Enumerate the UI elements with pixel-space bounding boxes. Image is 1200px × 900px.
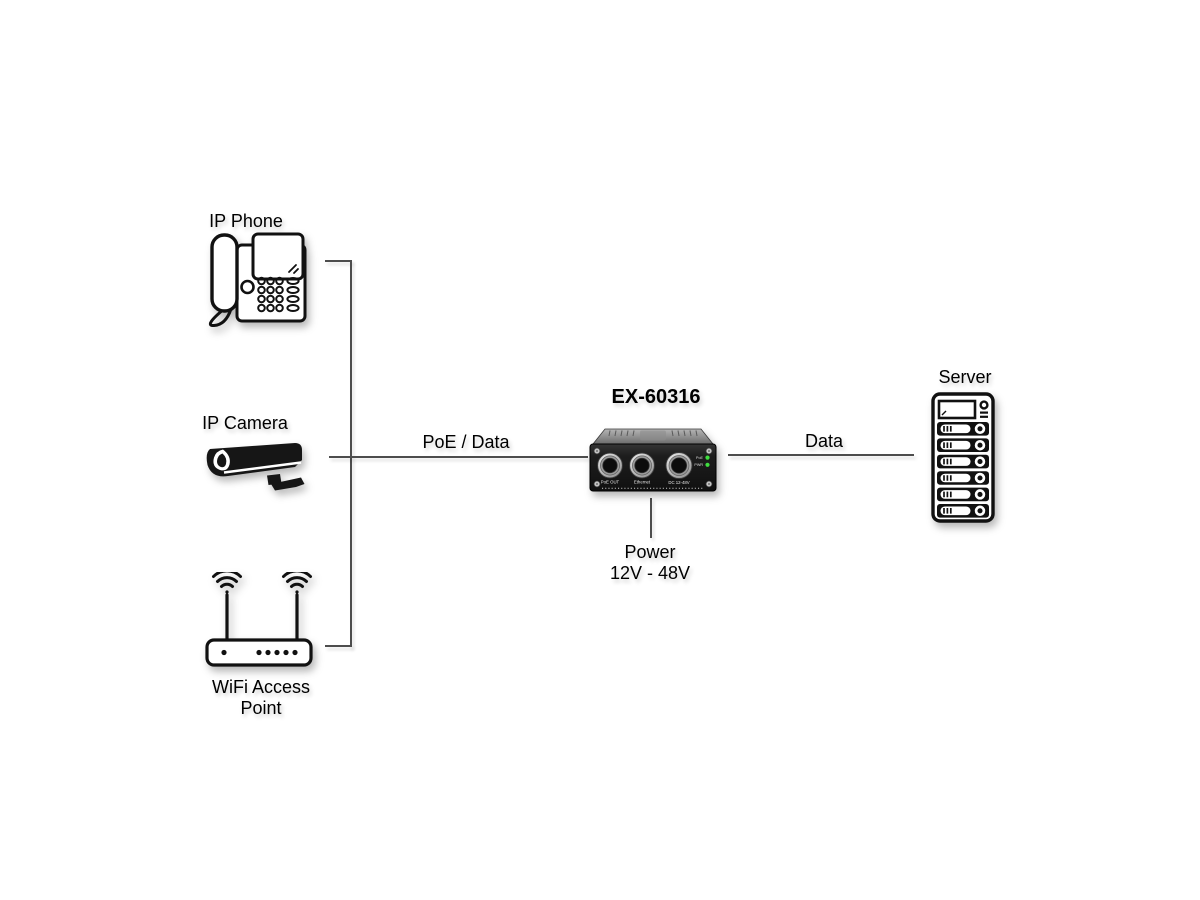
device-status-leds: PoE PWR — [694, 455, 710, 467]
phone-handset — [210, 233, 239, 313]
camera-mount-arm — [267, 474, 282, 485]
ip-camera-icon — [198, 441, 308, 499]
phone-cord — [208, 307, 233, 327]
server-label: Server — [938, 367, 992, 387]
server-drive-bays — [937, 422, 989, 518]
wifi-to-bus-line — [325, 645, 352, 647]
data-link-label: Data — [804, 431, 844, 451]
port-label-poe-out: PoE OUT — [601, 480, 620, 485]
server-icon — [931, 392, 995, 524]
drive-bay — [937, 422, 989, 436]
server-power-button — [979, 400, 989, 410]
drive-bay — [937, 438, 989, 452]
m12-connector-dc-power — [665, 452, 693, 479]
server-display-mark — [941, 410, 947, 416]
poe-injector-device: PoE OUT Ethernet DC 12-48V PoE PWR — [588, 427, 718, 493]
drive-bay — [937, 454, 989, 469]
m12-connector-poe-out — [597, 452, 623, 479]
phone-round-button — [240, 279, 255, 295]
camera-housing — [206, 443, 302, 477]
drive-bay — [937, 471, 989, 485]
camera-mount-base — [271, 477, 305, 491]
wifi-access-point-icon — [203, 572, 315, 668]
led-label-pwr: PWR — [694, 463, 703, 467]
right-wifi-signal-icon — [282, 572, 312, 594]
phone-screen-shine — [288, 264, 299, 274]
wifi-label-line1: WiFi Access — [211, 677, 311, 697]
pwr-led — [705, 462, 710, 467]
camera-to-device-line — [329, 456, 588, 458]
drive-bay — [937, 487, 989, 502]
drive-bay — [937, 504, 989, 518]
power-label-line2: 12V - 48V — [609, 563, 691, 583]
wifi-access-point-label: WiFi Access Point — [212, 677, 310, 719]
device-port-labels: PoE OUT Ethernet DC 12-48V — [601, 480, 690, 485]
left-bus-line — [350, 260, 352, 647]
phone-side-buttons — [286, 277, 300, 312]
led-label-poe: PoE — [696, 456, 704, 460]
power-label-line1: Power — [624, 542, 676, 562]
poe-data-link-label: PoE / Data — [422, 432, 510, 452]
device-model-title: EX-60316 — [611, 386, 701, 408]
device-to-server-line — [728, 454, 914, 456]
power-line — [650, 498, 652, 538]
m12-connector-ethernet — [629, 452, 655, 479]
port-label-ethernet: Ethernet — [634, 480, 651, 485]
poe-led — [705, 455, 710, 460]
port-label-dc: DC 12-48V — [668, 480, 689, 485]
access-point-leds — [221, 649, 298, 656]
ip-phone-icon — [203, 232, 308, 327]
device-top-ridge — [640, 430, 666, 441]
device-heatsink-fins — [608, 430, 698, 437]
power-label: Power 12V - 48V — [610, 542, 690, 584]
phone-keypad — [257, 276, 284, 313]
camera-lens — [217, 453, 227, 468]
phone-to-bus-line — [325, 260, 352, 262]
camera-housing-stripe — [223, 461, 302, 474]
server-display — [937, 399, 977, 420]
ip-camera-label: IP Camera — [202, 413, 288, 433]
left-wifi-signal-icon — [212, 572, 242, 594]
device-corner-screws — [593, 447, 713, 488]
wifi-label-line2: Point — [240, 698, 282, 718]
ip-phone-label: IP Phone — [209, 211, 283, 231]
